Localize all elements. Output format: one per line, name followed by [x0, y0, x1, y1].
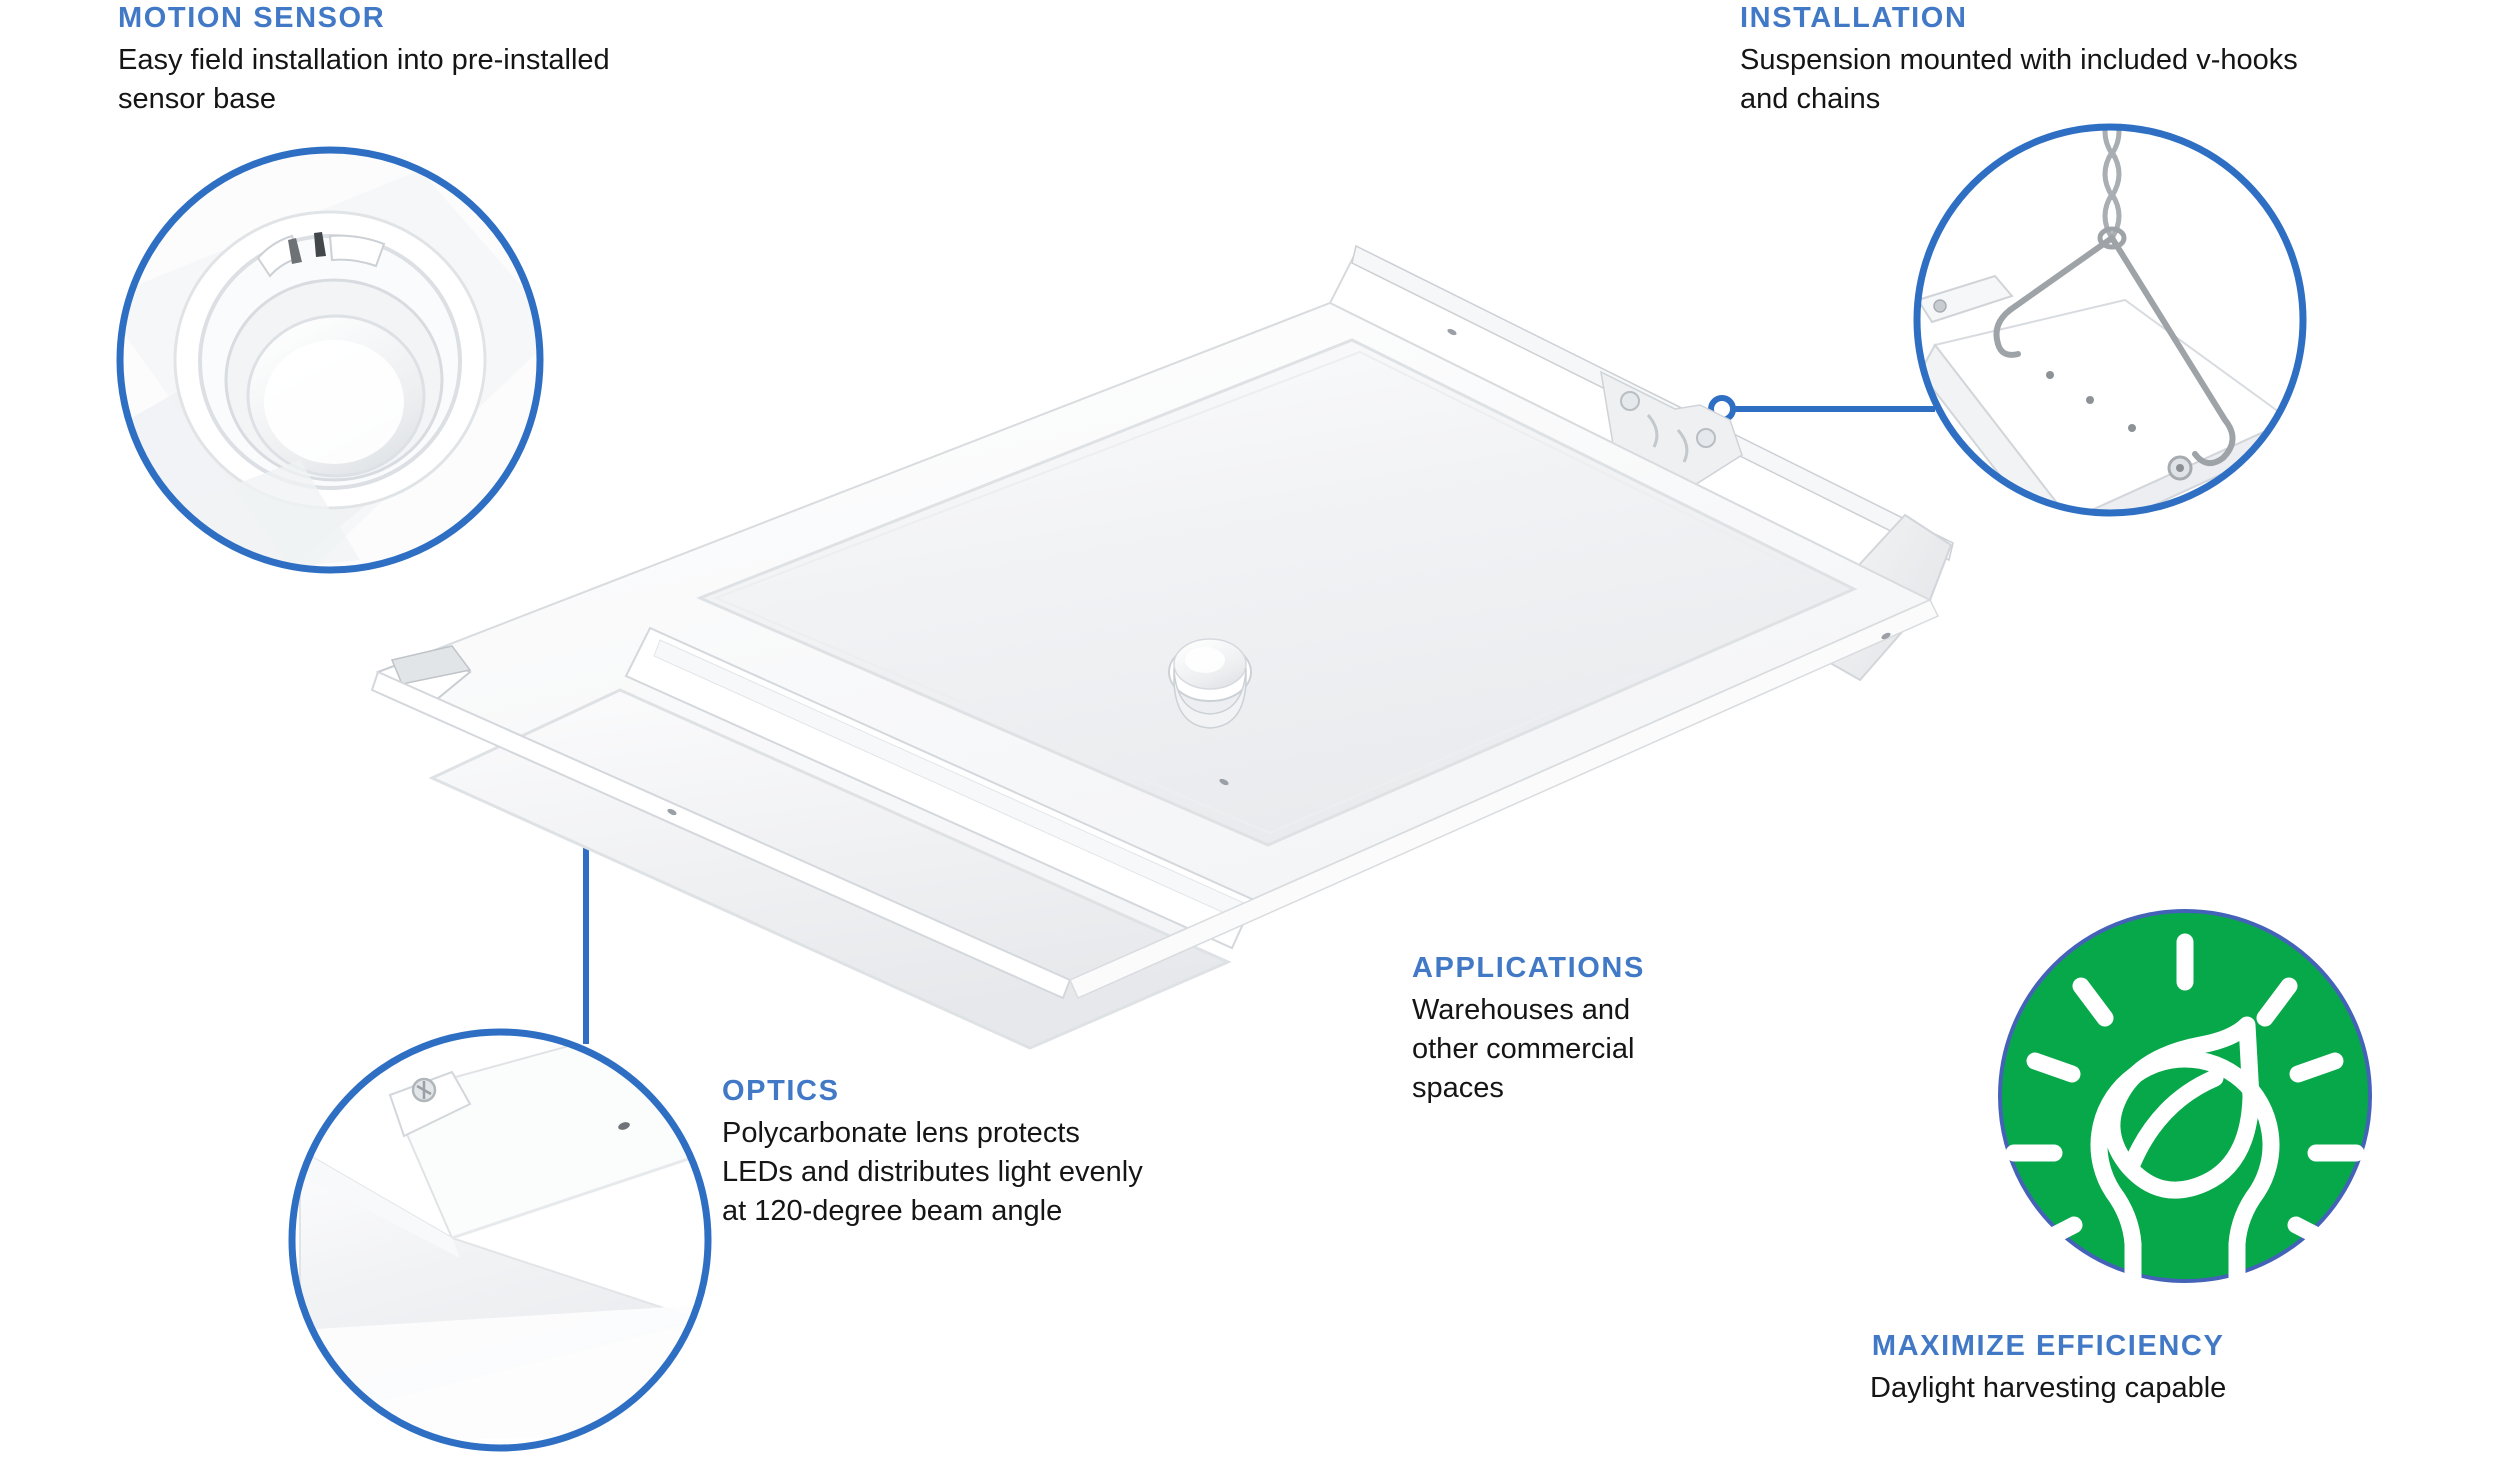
callout-maximize-efficiency: MAXIMIZE EFFICIENCY Daylight harvesting … — [1870, 1330, 2226, 1408]
detail-bubble-optics — [288, 1028, 712, 1452]
callout-optics: OPTICS Polycarbonate lens protects LEDs … — [722, 1075, 1143, 1230]
eco-bulb-icon — [2005, 933, 2365, 1369]
callout-body-line: Daylight harvesting capable — [1870, 1372, 2227, 1405]
product-high-bay-fixture — [370, 244, 1954, 1050]
detail-bubble-installation — [1913, 123, 2307, 517]
callout-body-optics: Polycarbonate lens protects LEDs and dis… — [722, 1114, 1143, 1230]
callout-installation: INSTALLATION Suspension mounted with inc… — [1740, 2, 2298, 119]
callout-body-line: other commercial — [1412, 1033, 1635, 1066]
callout-body-line: Easy field installation into pre-install… — [118, 44, 610, 77]
callout-applications: APPLICATIONS Warehouses and other commer… — [1412, 952, 1645, 1107]
callout-title-maximize-efficiency: MAXIMIZE EFFICIENCY — [1871, 1330, 2225, 1362]
motion-sensor-dome-on-fixture — [1168, 638, 1252, 729]
callout-body-line: spaces — [1412, 1071, 1504, 1104]
callout-body-line: sensor base — [118, 83, 276, 116]
callout-body-line: Polycarbonate lens protects — [722, 1117, 1080, 1150]
callout-title-optics: OPTICS — [722, 1075, 840, 1107]
callout-title-applications: APPLICATIONS — [1412, 952, 1645, 984]
callout-body-line: LEDs and distributes light evenly — [722, 1156, 1143, 1189]
callout-body-installation: Suspension mounted with included v-hooks… — [1740, 41, 2298, 118]
eco-bulb-badge — [1998, 909, 2372, 1369]
detail-bubble-motion-sensor — [116, 146, 544, 574]
callout-title-motion-sensor: MOTION SENSOR — [118, 2, 386, 34]
callout-body-line: and chains — [1740, 83, 1881, 116]
connector-installation — [1708, 395, 1935, 423]
callout-title-installation: INSTALLATION — [1740, 2, 1968, 34]
callout-motion-sensor: MOTION SENSOR Easy field installation in… — [118, 2, 610, 119]
connector-optics — [572, 815, 600, 1044]
callout-body-line: Warehouses and — [1412, 994, 1631, 1027]
callout-body-line: Suspension mounted with included v-hooks — [1740, 44, 2298, 77]
callout-body-maximize-efficiency: Daylight harvesting capable — [1870, 1369, 2226, 1408]
callout-body-motion-sensor: Easy field installation into pre-install… — [118, 41, 610, 118]
callout-body-line: at 120-degree beam angle — [722, 1194, 1063, 1227]
callout-body-applications: Warehouses and other commercial spaces — [1412, 991, 1645, 1107]
